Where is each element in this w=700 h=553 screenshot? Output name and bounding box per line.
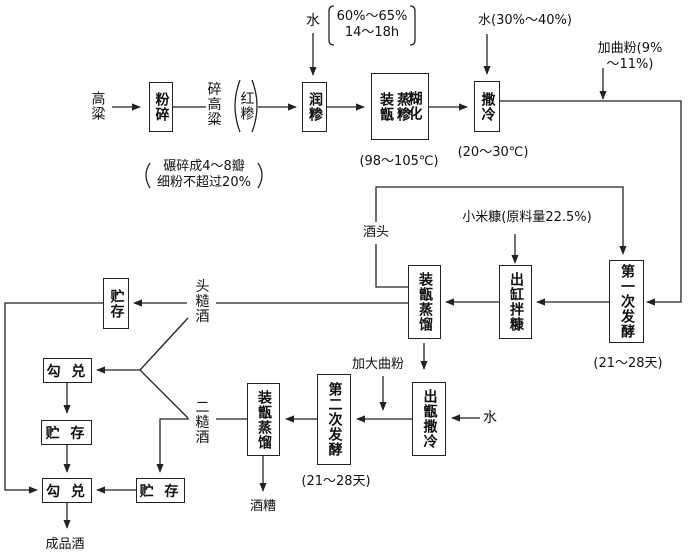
store2-box: 贮 存: [41, 420, 92, 445]
line: [375, 186, 627, 255]
bracket: [328, 5, 335, 46]
box-label: 装甑蒸馏: [256, 389, 272, 450]
crush-box: 粉碎: [149, 82, 173, 132]
steam-temp: (98～105℃): [359, 154, 439, 169]
line: [375, 244, 408, 288]
distill2-box: 装甑蒸馏: [247, 383, 280, 456]
cool1-box: 撒冷: [474, 81, 500, 132]
product-label: 成品酒: [45, 537, 85, 552]
box-label: 贮存: [108, 288, 125, 319]
second-liquor-label: 二糙酒: [193, 399, 210, 445]
box-label: 勾 兑: [46, 483, 88, 500]
box-label: 出缸拌糠: [508, 272, 524, 332]
cool2-box: 出甑撒冷: [412, 382, 446, 456]
box-label: 润糁: [307, 92, 323, 122]
box-label: 第二次发酵: [326, 382, 343, 457]
store3-box: 贮 存: [136, 478, 185, 503]
koji2-label: 加大曲粉: [351, 357, 405, 372]
mix-bran-box: 出缸拌糠: [499, 265, 532, 339]
paren: [251, 79, 258, 133]
paren: [234, 79, 241, 133]
bran-label: 小米糠(原料量22.5%): [462, 210, 592, 225]
box-label: 撒冷: [479, 91, 496, 122]
box-label: 勾 兑: [46, 363, 89, 380]
ferm1-box: 第一次发酵: [609, 260, 644, 343]
steam-box: 装甑 蒸糁: [371, 73, 429, 140]
box-label: 装甑 蒸糁: [378, 91, 411, 122]
box-label: 贮 存: [45, 425, 88, 442]
cool-temp: (20～30℃): [457, 145, 529, 160]
head-label: 酒头: [362, 225, 390, 240]
ferm1-time: (21～28天): [593, 356, 663, 371]
moisten-box: 润糁: [302, 82, 327, 132]
red-grain-label: 红糁: [238, 91, 255, 121]
koji1-label: 加曲粉(9%～11%): [597, 41, 663, 72]
blend1-box: 勾 兑: [43, 358, 92, 383]
water1-label: 水: [306, 13, 320, 29]
crush-spec: 碾碎成4～8瓣 细粉不超过20%: [157, 159, 251, 190]
box-label: 贮 存: [139, 483, 182, 500]
arrow: [4, 302, 103, 494]
box-label: 装甑蒸馏: [417, 272, 433, 332]
blend2-box: 勾 兑: [42, 478, 92, 503]
paren: [257, 162, 263, 189]
box-label: 出甑撒冷: [421, 389, 438, 449]
crushed-label: 碎高粱: [205, 81, 222, 127]
water2-label: 水(30%～40%): [478, 13, 572, 28]
ferm2-time: (21～28天): [301, 474, 371, 489]
raw-material-label: 高粱: [89, 91, 106, 121]
distill1-box: 装甑蒸馏: [408, 265, 441, 339]
bracket: [409, 5, 416, 46]
arrow: [156, 418, 189, 473]
paren: [145, 162, 151, 189]
store1-box: 贮存: [103, 278, 129, 329]
line: [139, 317, 189, 419]
box-label: 第一次发酵: [619, 264, 635, 339]
spent-grain-label: 酒糟: [249, 499, 277, 514]
ferm2-box: 第二次发酵: [317, 374, 351, 465]
box-label: 粉碎: [153, 92, 170, 122]
first-liquor-label: 头糙酒: [193, 278, 210, 324]
arrow: [499, 100, 682, 306]
water1-condition: 60%～65% 14～18h: [336, 9, 408, 40]
gelatinize-label: 糊化: [406, 91, 423, 121]
water3-label: 水: [483, 410, 497, 426]
